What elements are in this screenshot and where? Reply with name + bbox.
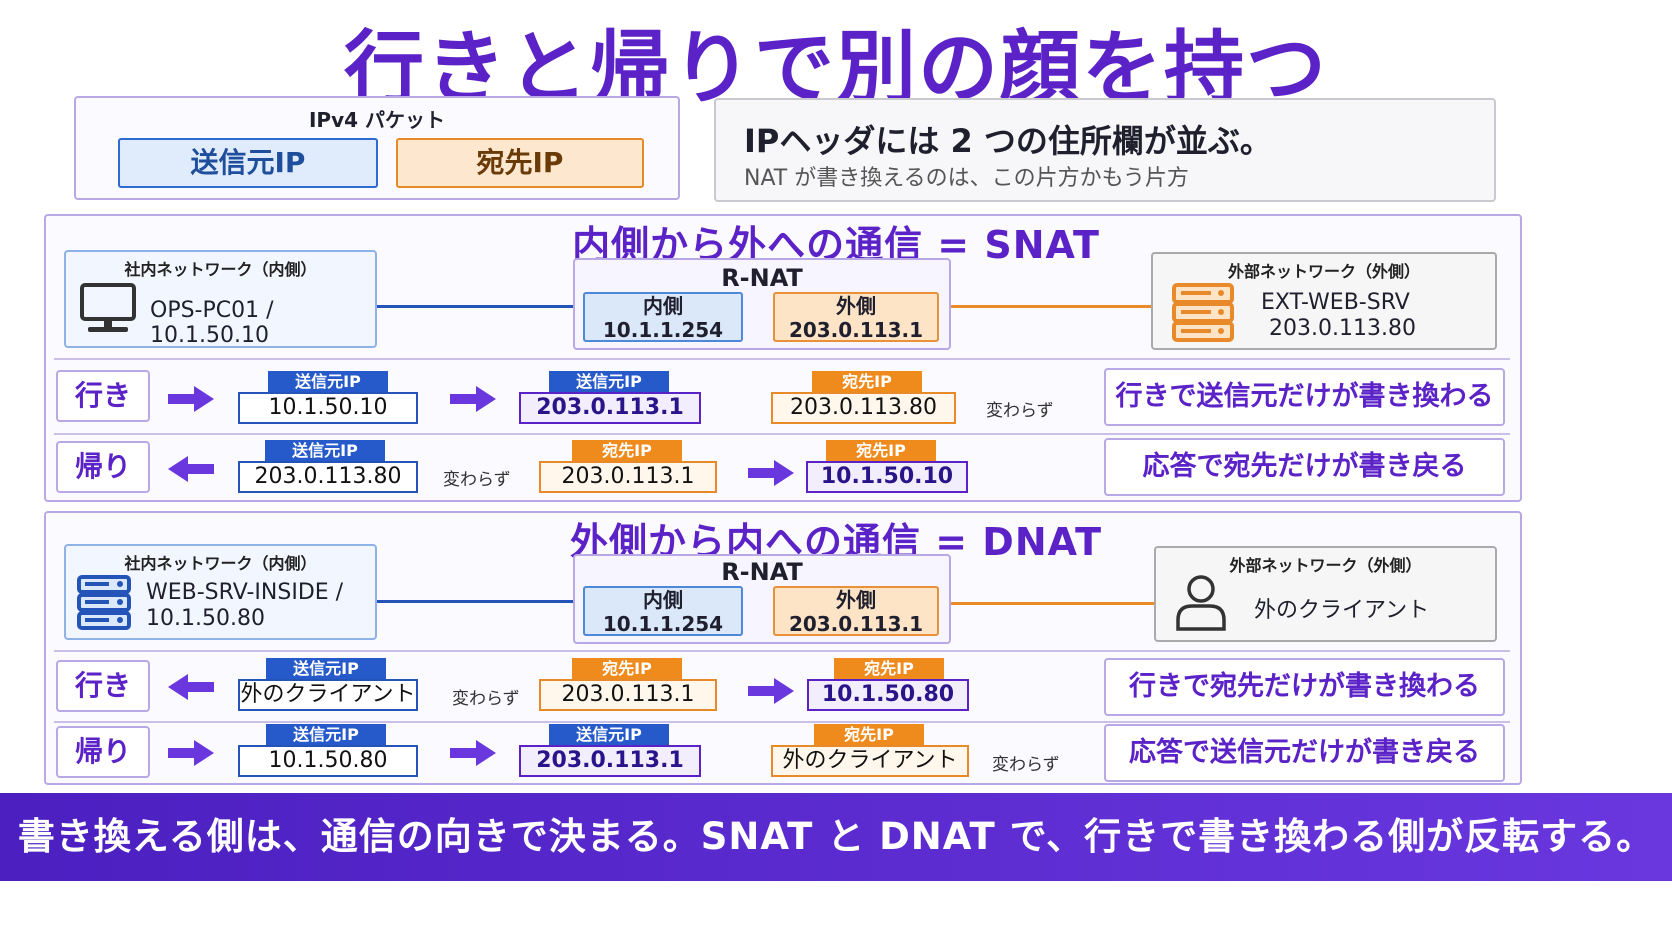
snat-back-dst-after: 10.1.50.10 — [806, 461, 968, 493]
header-note: IPヘッダには 2 つの住所欄が並ぶ。 NAT が書き換えるのは、この片方かもう… — [714, 98, 1496, 202]
arrow-right-icon — [450, 386, 496, 412]
dnat-outside-node: 外部ネットワーク（外側） 外のクライアント — [1154, 546, 1497, 642]
dnat-back-result: 応答で送信元だけが書き戻る — [1104, 724, 1505, 782]
snat-outside-name: EXT-WEB-SRV — [1261, 290, 1410, 315]
snat-inside-header: 社内ネットワーク（内側） — [124, 260, 317, 279]
dnat-go-dst-tag2: 宛先IP — [834, 658, 944, 680]
server-icon — [1172, 283, 1234, 342]
dnat-router: R-NAT 内側 10.1.1.254 外側 203.0.113.1 — [573, 554, 951, 644]
snat-go-dst-tag: 宛先IP — [812, 371, 922, 393]
snat-go-label: 行き — [56, 370, 150, 422]
note-headline: IPヘッダには 2 つの住所欄が並ぶ。 — [744, 122, 1272, 160]
note-sub: NAT が書き換えるのは、この片方かもう片方 — [744, 166, 1189, 191]
dnat-router-inside-ip: 10.1.1.254 — [602, 612, 724, 636]
dnat-router-outside: 外側 203.0.113.1 — [773, 586, 939, 636]
dnat-back-src-before: 10.1.50.80 — [238, 745, 418, 777]
dnat-divider — [54, 650, 1510, 652]
snat-back-src-tag: 送信元IP — [265, 440, 385, 462]
user-icon — [1176, 575, 1226, 631]
snat-link-outside — [951, 305, 1151, 308]
dnat-back-dst: 外のクライアント — [771, 745, 969, 777]
snat-row-divider — [54, 433, 1510, 435]
snat-outside-node: 外部ネットワーク（外側） EXT-WEB-SRV 203.0.113.80 — [1151, 252, 1497, 350]
dnat-back-src-after: 203.0.113.1 — [519, 745, 701, 777]
snat-back-unchanged: 変わらず — [443, 470, 511, 490]
snat-go-result: 行きで送信元だけが書き換わる — [1104, 368, 1505, 426]
dnat-router-title: R-NAT — [721, 558, 803, 586]
snat-go-unchanged: 変わらず — [986, 401, 1054, 421]
dnat-go-dst-after: 10.1.50.80 — [807, 679, 969, 711]
snat-back-src: 203.0.113.80 — [238, 461, 418, 493]
snat-link-inside — [377, 305, 574, 308]
snat-back-label: 帰り — [56, 441, 150, 493]
dnat-inside-node: 社内ネットワーク（内側） WEB-SRV-INSIDE / 10.1.50.80 — [64, 544, 377, 640]
snat-outside-header: 外部ネットワーク（外側） — [1227, 262, 1420, 281]
server-icon — [77, 575, 131, 630]
snat-back-dst-tag: 宛先IP — [572, 440, 682, 462]
snat-outside-ip: 203.0.113.80 — [1269, 316, 1416, 341]
snat-back-result: 応答で宛先だけが書き戻る — [1104, 438, 1505, 496]
snat-inside-node: 社内ネットワーク（内側） OPS-PC01 / 10.1.50.10 — [64, 250, 377, 348]
arrow-left-icon — [168, 456, 214, 482]
dnat-go-result: 行きで宛先だけが書き換わる — [1104, 658, 1505, 716]
pc-icon — [80, 283, 136, 332]
snat-go-dst: 203.0.113.80 — [771, 392, 956, 424]
snat-go-src-tag2: 送信元IP — [549, 371, 669, 393]
snat-router: R-NAT 内側 10.1.1.254 外側 203.0.113.1 — [573, 258, 951, 350]
snat-inside-name: OPS-PC01 / 10.1.50.10 — [150, 298, 274, 348]
dnat-router-outside-label: 外側 — [836, 588, 876, 612]
dnat-router-inside: 内側 10.1.1.254 — [583, 586, 743, 636]
dnat-link-outside — [951, 602, 1155, 605]
dnat-router-inside-label: 内側 — [643, 588, 683, 612]
arrow-right-icon — [168, 386, 214, 412]
arrow-right-icon — [168, 740, 214, 766]
dnat-go-src-tag: 送信元IP — [266, 658, 386, 680]
src-ip-field: 送信元IP — [118, 138, 378, 188]
snat-go-src-before: 10.1.50.10 — [238, 392, 418, 424]
dnat-go-unchanged: 変わらず — [452, 689, 520, 709]
snat-router-outside: 外側 203.0.113.1 — [773, 292, 939, 342]
snat-go-src-after: 203.0.113.1 — [519, 392, 701, 424]
dnat-inside-header: 社内ネットワーク（内側） — [124, 554, 317, 573]
footer-banner: 書き換える側は、通信の向きで決まる。SNAT と DNAT で、行きで書き換わる… — [0, 793, 1672, 881]
dnat-inside-name-1: WEB-SRV-INSIDE / — [146, 580, 344, 605]
ipv4-packet-box: IPv4 パケット 送信元IP 宛先IP — [74, 96, 680, 200]
dst-ip-field: 宛先IP — [396, 138, 644, 188]
arrow-right-icon — [450, 740, 496, 766]
snat-router-title: R-NAT — [721, 264, 803, 292]
dnat-inside-name-2: 10.1.50.80 — [146, 606, 265, 631]
dnat-go-src: 外のクライアント — [238, 679, 418, 711]
snat-divider — [54, 358, 1510, 360]
arrow-right-icon — [748, 460, 794, 486]
dnat-back-src-tag2: 送信元IP — [549, 724, 669, 746]
dnat-go-label: 行き — [56, 660, 150, 712]
snat-go-src-tag: 送信元IP — [268, 371, 388, 393]
dnat-back-unchanged: 変わらず — [992, 755, 1060, 775]
dnat-outside-header: 外部ネットワーク（外側） — [1229, 556, 1422, 575]
snat-router-inside-ip: 10.1.1.254 — [602, 318, 724, 342]
snat-router-outside-label: 外側 — [836, 294, 876, 318]
snat-back-dst-before: 203.0.113.1 — [539, 461, 717, 493]
arrow-right-icon — [748, 678, 794, 704]
dnat-back-src-tag: 送信元IP — [266, 724, 386, 746]
dnat-row-divider — [54, 721, 1510, 723]
dnat-link-inside — [377, 600, 574, 603]
dnat-go-dst-before: 203.0.113.1 — [539, 679, 717, 711]
dnat-back-label: 帰り — [56, 726, 150, 778]
dnat-outside-name: 外のクライアント — [1254, 598, 1430, 623]
snat-router-outside-ip: 203.0.113.1 — [788, 318, 924, 342]
snat-router-inside: 内側 10.1.1.254 — [583, 292, 743, 342]
dnat-router-outside-ip: 203.0.113.1 — [788, 612, 924, 636]
snat-router-inside-label: 内側 — [643, 294, 683, 318]
snat-back-dst-tag2: 宛先IP — [826, 440, 936, 462]
packet-header: IPv4 パケット — [308, 108, 445, 132]
dnat-back-dst-tag: 宛先IP — [814, 724, 924, 746]
arrow-left-icon — [168, 674, 214, 700]
dnat-go-dst-tag: 宛先IP — [572, 658, 682, 680]
